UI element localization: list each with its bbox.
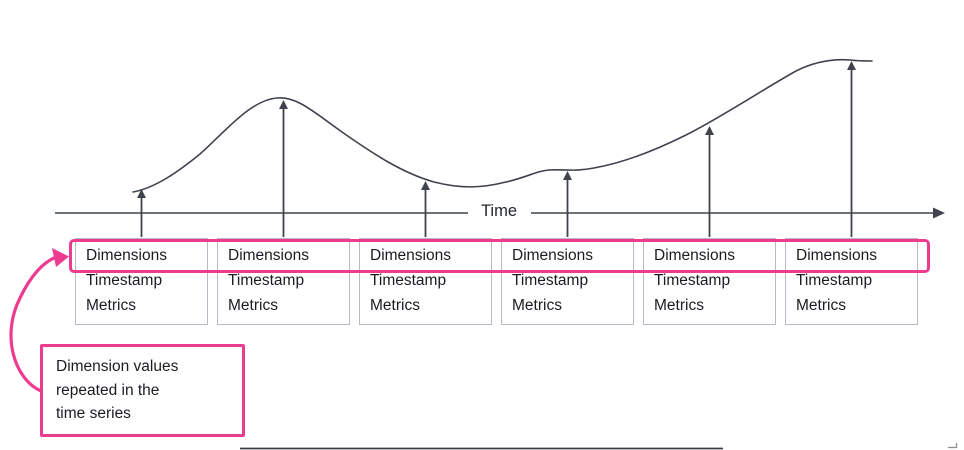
- time-axis-label: Time: [468, 201, 530, 221]
- record-timestamp-label: Timestamp: [796, 272, 873, 289]
- record-timestamp-label: Timestamp: [512, 272, 589, 289]
- callout-text-line: time series: [56, 405, 131, 422]
- record-box: Dimensions Timestamp Metrics: [75, 238, 208, 325]
- record-metrics-label: Metrics: [228, 297, 278, 314]
- record-box: Dimensions Timestamp Metrics: [217, 238, 350, 325]
- record-dimensions-label: Dimensions: [796, 247, 877, 264]
- record-box: Dimensions Timestamp Metrics: [643, 238, 776, 325]
- record-dimensions-label: Dimensions: [228, 247, 309, 264]
- event-arrow-head: [705, 126, 714, 135]
- record-metrics-label: Metrics: [512, 297, 562, 314]
- callout-arrow-head: [52, 248, 69, 267]
- record-dimensions-label: Dimensions: [86, 247, 167, 264]
- record-timestamp-label: Timestamp: [86, 272, 163, 289]
- event-arrow-head: [137, 189, 146, 198]
- time-series-curve: [132, 58, 873, 193]
- time-axis-arrowhead: [933, 207, 945, 219]
- event-arrow-head: [847, 61, 856, 70]
- record-box: Dimensions Timestamp Metrics: [501, 238, 634, 325]
- record-timestamp-label: Timestamp: [654, 272, 731, 289]
- record-box: Dimensions Timestamp Metrics: [359, 238, 492, 325]
- record-metrics-label: Metrics: [86, 297, 136, 314]
- record-box: Dimensions Timestamp Metrics: [785, 238, 918, 325]
- record-dimensions-label: Dimensions: [370, 247, 451, 264]
- event-arrow-head: [563, 171, 572, 180]
- bottom-right-mark: [948, 443, 958, 449]
- record-metrics-label: Metrics: [654, 297, 704, 314]
- record-metrics-label: Metrics: [796, 297, 846, 314]
- record-timestamp-label: Timestamp: [228, 272, 305, 289]
- record-timestamp-label: Timestamp: [370, 272, 447, 289]
- record-dimensions-label: Dimensions: [512, 247, 593, 264]
- event-arrow-head: [421, 181, 430, 190]
- records-row: Dimensions Timestamp Metrics Dimensions …: [75, 238, 918, 325]
- record-metrics-label: Metrics: [370, 297, 420, 314]
- record-dimensions-label: Dimensions: [654, 247, 735, 264]
- event-arrow-head: [279, 100, 288, 109]
- callout-box: Dimension values repeated in the time se…: [40, 344, 245, 437]
- callout-text-line: Dimension values: [56, 358, 179, 375]
- callout-text-line: repeated in the: [56, 381, 160, 399]
